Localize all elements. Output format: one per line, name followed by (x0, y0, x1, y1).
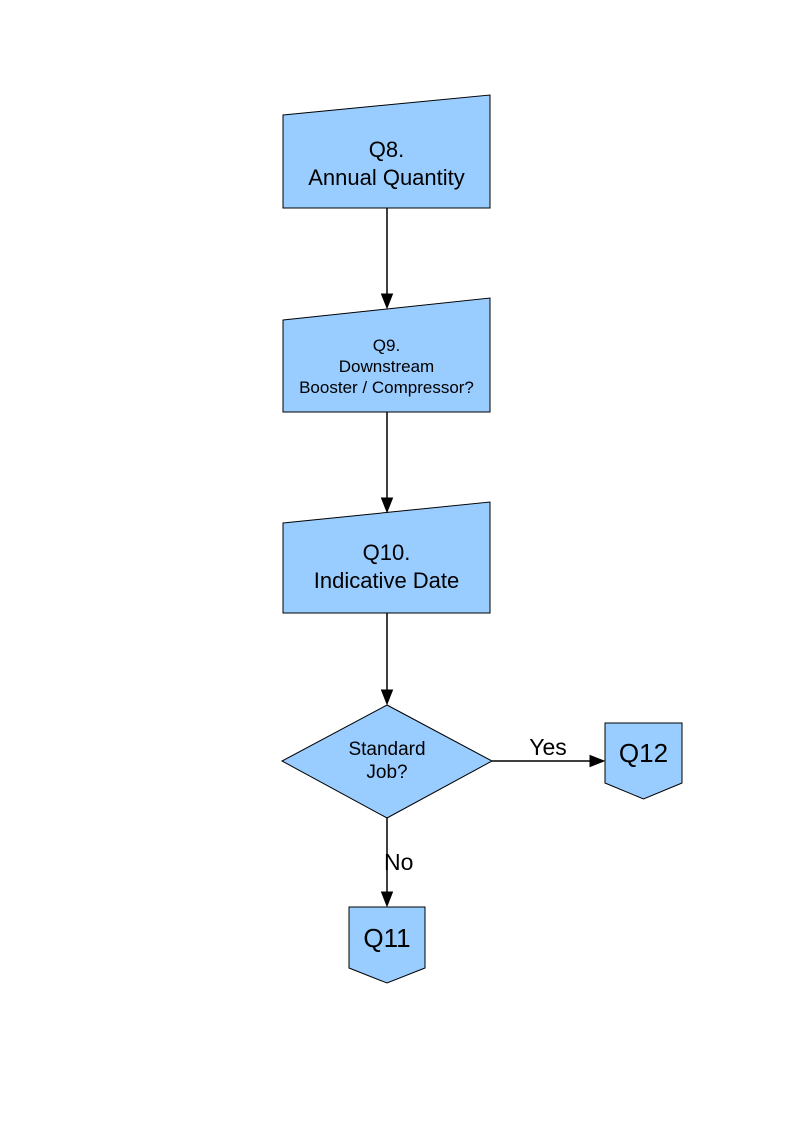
q10-card-shape (282, 501, 491, 614)
q11-node-label: Q11 (363, 922, 411, 953)
edge-q8-q9-arrowhead-icon (380, 293, 394, 310)
q8-node-label: Q8. Annual Quantity (308, 137, 465, 190)
decision-node-label: Standard Job? (348, 739, 426, 783)
q12-node-label: Q12 (618, 738, 669, 768)
q12-offpage-connector-shape (604, 722, 683, 800)
edge-q10-decision-arrowhead-icon (380, 689, 394, 706)
edge-decision-q11-arrowhead-icon (380, 891, 394, 908)
q11-offpage-connector-shape (348, 906, 426, 984)
q9-node-label: Q9. Downstream Booster / Compressor? (299, 335, 474, 397)
edge-decision-q12-arrowhead-icon (589, 754, 606, 768)
edge-q9-q10-arrowhead-icon (380, 497, 394, 514)
q9-card-shape (282, 297, 491, 413)
no-edge-label: No (384, 849, 414, 875)
q10-node-label: Q10. Indicative Date (313, 540, 460, 593)
q8-card-shape (282, 94, 491, 209)
yes-edge-label: Yes (529, 734, 567, 760)
